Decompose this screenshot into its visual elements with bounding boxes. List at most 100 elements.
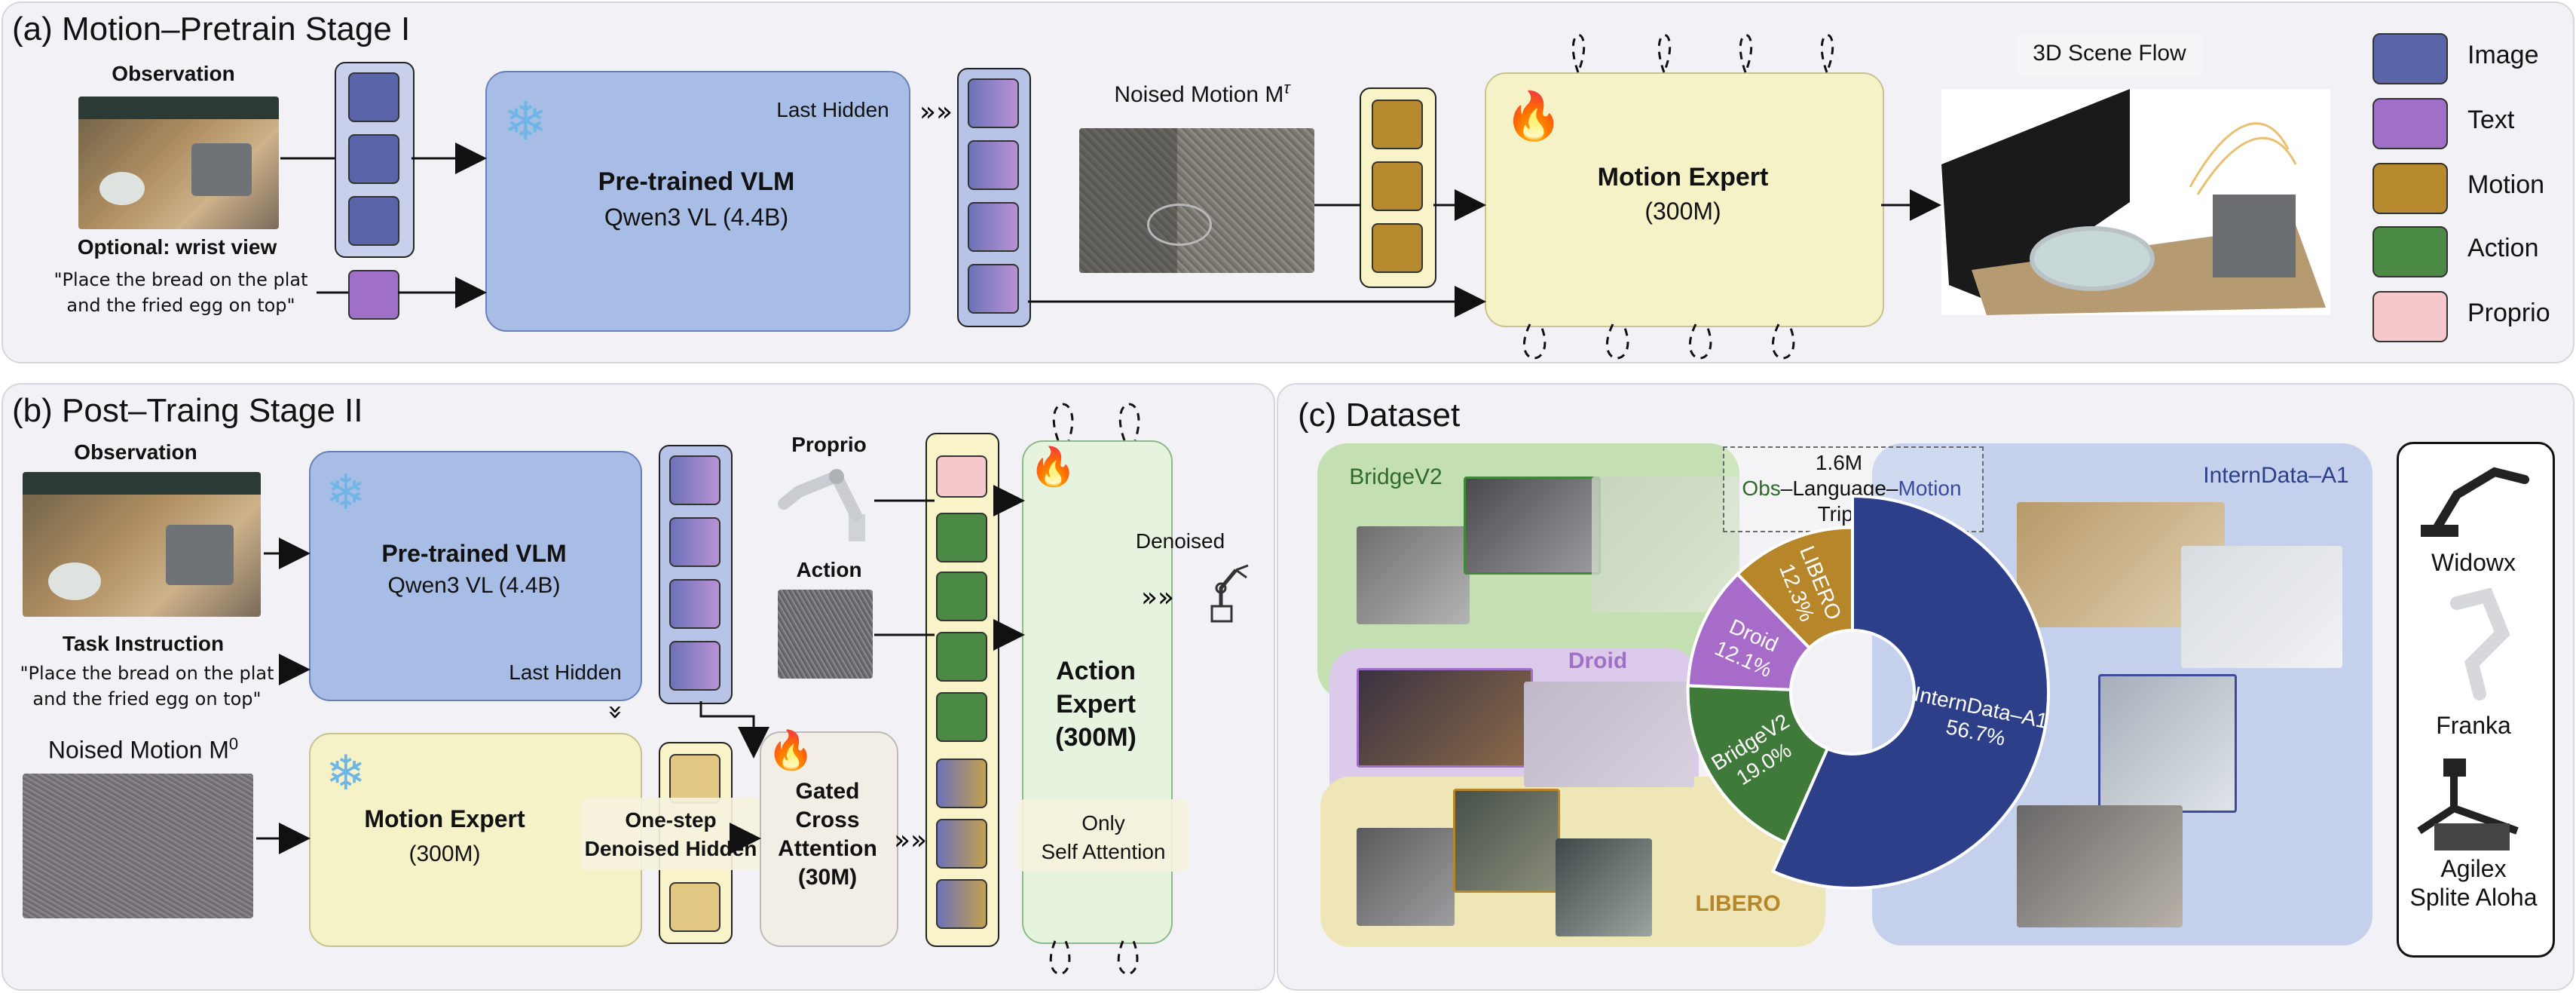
hidden-token [968,140,1019,190]
noised-motion-image [1079,128,1314,273]
image-swatch [2373,33,2448,84]
panel-c-title: (c) Dataset [1298,397,1461,434]
hidden-token [669,579,720,629]
instruction-line-2: and the fried egg on top" [66,295,295,316]
robot-franka: Franka [2436,712,2511,739]
hidden-token [669,517,720,567]
legend-text: Text [2467,106,2515,134]
motion-expert-b-size: (300M) [408,841,481,866]
motion-expert-title: Motion Expert [1597,163,1769,192]
task-instruction-label: Task Instruction [62,632,225,655]
widowx-robot-icon [2404,449,2543,540]
fire-icon: 🔥 [1504,90,1563,143]
agilex-robot-icon [2404,755,2543,854]
last-hidden-label: Last Hidden [776,98,889,121]
hidden-token [669,455,720,505]
triplets-line: Obs–Language–Motion [1723,477,1981,501]
scene-flow-image [1941,89,2330,315]
action-label: Action [796,558,862,581]
onestep-line-1: One-step [625,808,717,832]
vlm-subtitle: Qwen3 VL (4.4B) [604,204,789,231]
instruction-line-1: "Place the bread on the plat [54,269,308,290]
hidden-token [968,78,1019,128]
motion-token [1372,161,1423,211]
action-noise-image [778,590,873,679]
vlm-title: Pre-trained VLM [598,167,795,196]
motion-expert-box-a [1485,72,1884,327]
gated-line-4: (30M) [797,865,858,890]
observation-label-b: Observation [74,440,197,464]
vlm-b-title: Pre-trained VLM [381,540,567,567]
observation-image-b [23,472,261,617]
motion-token [1372,100,1423,149]
denoised-token [669,754,720,804]
libero-photo [1556,838,1652,936]
noised-motion-text: Noised Motion M [1114,82,1284,107]
bridge-label: BridgeV2 [1349,464,1442,489]
franka-robot-icon [2404,588,2543,701]
image-token [348,134,399,184]
proprio-swatch [2373,291,2448,342]
action-token [936,632,987,682]
vlm-b-subtitle: Qwen3 VL (4.4B) [387,573,561,598]
robot-aloha: Splite Aloha [2409,884,2538,911]
gated-line-2: Cross [795,808,860,832]
action-swatch [2373,226,2448,277]
legend-action: Action [2467,234,2539,262]
snowflake-icon: ❄ [503,92,548,151]
hidden-token [669,641,720,691]
noised-motion-b-sup: 0 [228,734,239,753]
panel-b-title: (b) Post–Traing Stage II [12,392,363,429]
hidden-token [968,202,1019,252]
libero-photo [1357,828,1455,926]
scene-flow-drawing [1941,89,2326,315]
vlm-box-a [485,71,910,332]
intern-photo [2098,674,2237,813]
proprio-label: Proprio [791,433,867,456]
intern-label: InternData–A1 [2203,463,2349,488]
denoised-robot-drawing [1210,564,1249,623]
last-hidden-b-label: Last Hidden [509,660,622,684]
action-expert-line-2: Expert [1056,690,1136,719]
motion-token [1372,223,1423,273]
libero-photo [1453,789,1560,893]
observation-label: Observation [112,62,235,85]
triplets-sep: –Language– [1780,477,1898,500]
action-expert-line-1: Action [1056,657,1136,685]
legend-image: Image [2467,41,2539,69]
agilex-drawing [2417,759,2519,850]
intern-photo [2181,546,2342,668]
intern-photo [2017,805,2183,927]
fire-icon: 🔥 [1029,446,1077,488]
scene-flow-label: 3D Scene Flow [2033,41,2186,66]
triplets-obs: Obs [1742,477,1781,500]
self-attn-bg [1017,799,1189,872]
instruction-b-line-2: and the fried egg on top" [32,688,262,710]
proprio-token [936,455,987,498]
snowflake-icon: ❄ [326,746,366,800]
motion-expert-size: (300M) [1644,198,1721,225]
robot-arm-icon [776,461,882,544]
droid-photo [1357,668,1533,768]
motion-expert-b-title: Motion Expert [364,805,525,832]
panel-a-title: (a) Motion–Pretrain Stage I [12,11,411,48]
bridge-photo [1464,477,1601,575]
robot-agilex: Agilex [2440,855,2507,882]
self-attn-line-1: Only [1081,811,1125,835]
text-swatch [2373,98,2448,149]
triplets-motion: Motion [1898,477,1962,500]
legend-proprio: Proprio [2467,299,2550,327]
action-token [936,513,987,562]
hidden-mixed-token [936,819,987,869]
wrist-view-label: Optional: wrist view [77,235,277,259]
gated-line-1: Gated [795,779,860,804]
droid-label: Droid [1568,648,1628,673]
action-token [936,572,987,621]
image-token [348,72,399,122]
onestep-line-2: Denoised Hidden [584,837,757,860]
instruction-b-line-1: "Place the bread on the plat [20,663,274,684]
bridge-photo [1357,526,1470,624]
snowflake-icon: ❄ [326,465,366,519]
hidden-mixed-token [936,879,987,929]
denoised-token [669,882,720,932]
